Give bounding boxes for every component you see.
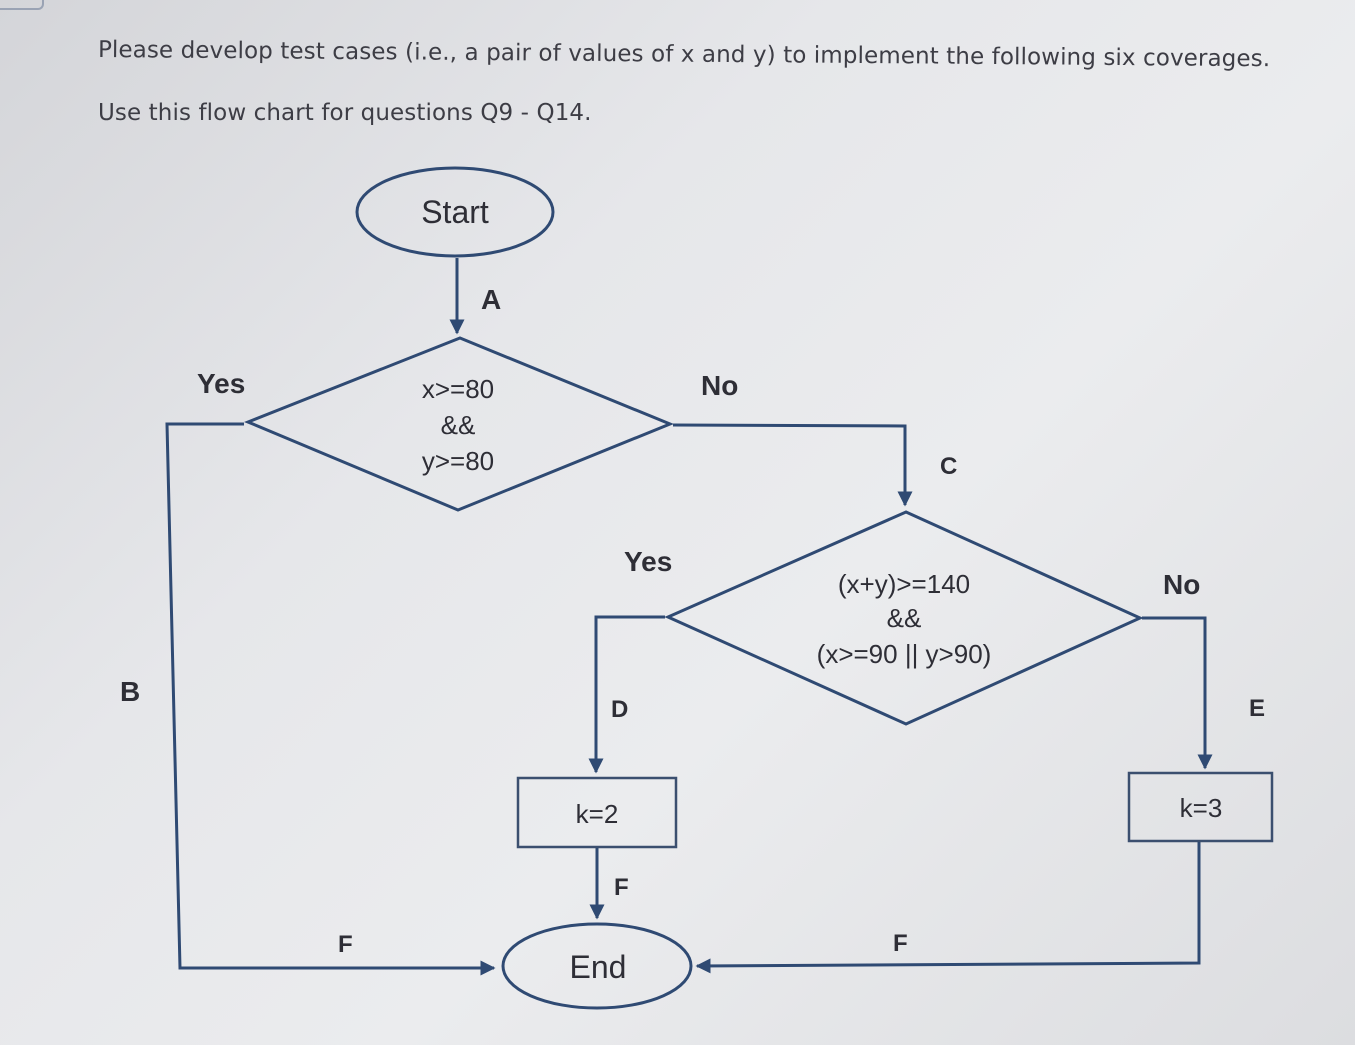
decision-1 xyxy=(244,336,674,512)
corner-mark xyxy=(0,0,44,10)
end-terminal xyxy=(501,922,693,1010)
start-terminal xyxy=(355,166,555,258)
edge-d-label: D xyxy=(611,696,628,723)
process-k3 xyxy=(1127,771,1274,843)
edge-e-line xyxy=(1142,616,1213,770)
edge-d-line xyxy=(588,615,665,774)
process-k3-label: k=3 xyxy=(1180,793,1223,823)
decision-1-no-label: No xyxy=(701,370,738,401)
decision-2-yes-label: Yes xyxy=(624,546,672,577)
edge-f-right-label: F xyxy=(893,930,908,957)
edge-f-right-line xyxy=(695,842,1201,974)
decision-1-line-2: && xyxy=(441,410,476,440)
decision-2-line-1: (x+y)>=140 xyxy=(838,569,970,599)
decision-2-line-3: (x>=90 || y>90) xyxy=(817,639,992,669)
start-label: Start xyxy=(421,194,489,230)
edge-e-label: E xyxy=(1249,695,1265,722)
decision-1-yes-label: Yes xyxy=(197,368,245,399)
instruction-line-2: Use this flow chart for questions Q9 - Q… xyxy=(98,100,592,126)
process-k2 xyxy=(516,776,678,849)
decision-2-line-2: && xyxy=(887,603,922,633)
end-label: End xyxy=(570,949,627,985)
decision-2-no-label: No xyxy=(1163,569,1200,600)
decision-1-line-3: y>=80 xyxy=(422,446,494,476)
edge-a-label: A xyxy=(481,284,501,315)
edge-b-label: B xyxy=(120,676,140,707)
edge-b-line xyxy=(165,422,496,976)
edge-f-mid-label: F xyxy=(614,874,629,901)
decision-2 xyxy=(664,510,1144,726)
edge-f-left-label: F xyxy=(338,931,353,958)
process-k2-label: k=2 xyxy=(576,799,619,829)
decision-1-line-1: x>=80 xyxy=(422,374,494,404)
edge-c-label: C xyxy=(940,453,957,480)
edge-c-line xyxy=(672,423,913,507)
